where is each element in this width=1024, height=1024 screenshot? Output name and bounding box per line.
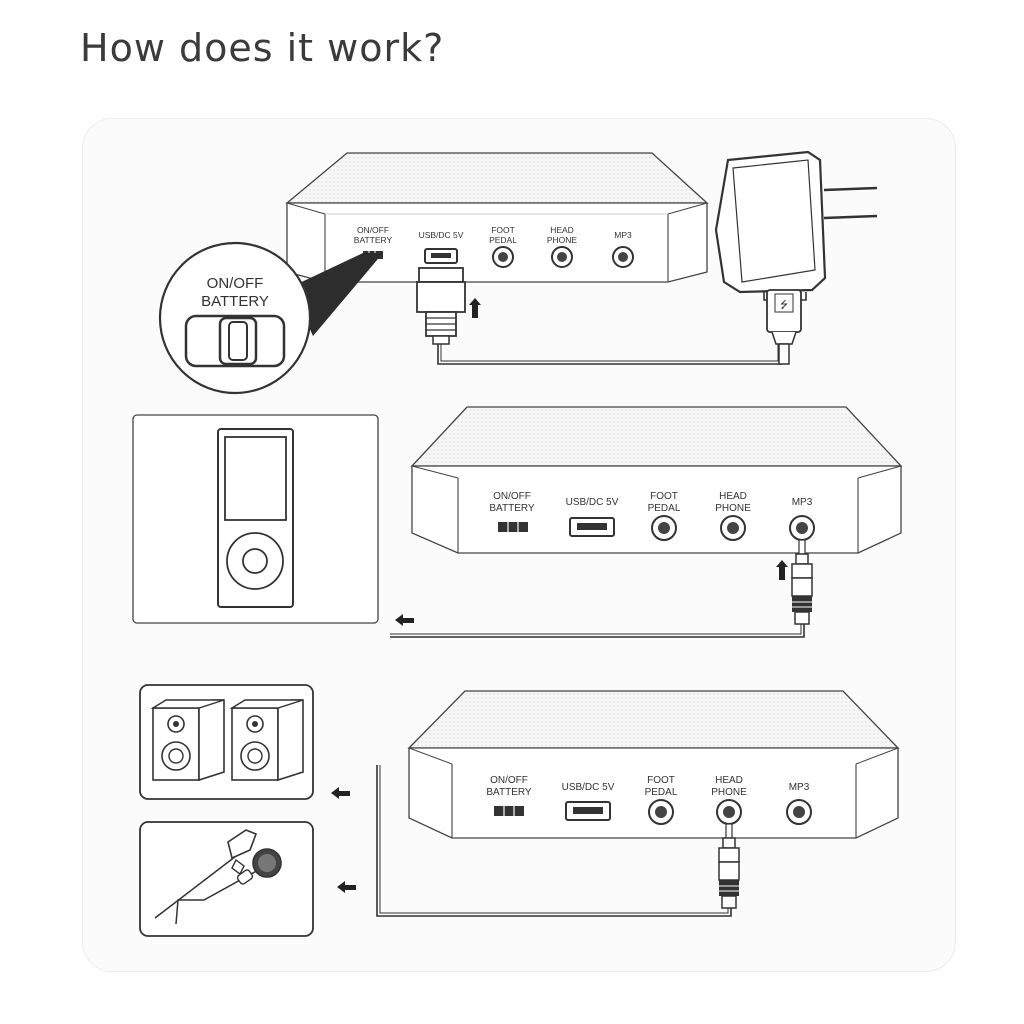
- switch-zoom-callout: ON/OFF BATTERY: [158, 241, 383, 395]
- jack-headphone: [720, 515, 746, 541]
- arrow-icon: [469, 298, 481, 318]
- usb-port: [565, 801, 611, 821]
- speakers-icon: [150, 699, 304, 782]
- audio-plug-icon: [718, 823, 740, 909]
- jack-headphone: [716, 799, 742, 825]
- svg-text:⭍: ⭍: [780, 299, 788, 311]
- power-adapter-icon: ⭍: [714, 150, 878, 365]
- usb-plug-icon: [416, 267, 466, 345]
- usb-port: [569, 517, 615, 537]
- arrow-icon: [395, 614, 414, 626]
- port-label-onoff-3b: BATTERY: [486, 787, 532, 798]
- device-unit-2: ON/OFF BATTERY USB/DC 5V FOOT PEDAL HEAD…: [410, 406, 903, 554]
- port-label-head-1b: PHONE: [547, 235, 578, 245]
- page-title: How does it work?: [80, 26, 445, 70]
- switch-icon: [494, 806, 524, 816]
- usb-port: [424, 248, 458, 264]
- port-label-foot-1b: PEDAL: [489, 235, 517, 245]
- jack-mp3: [612, 246, 634, 268]
- earphones-box: [139, 821, 314, 937]
- port-label-foot-2a: FOOT: [650, 491, 678, 502]
- port-label-usb-2: USB/DC 5V: [566, 497, 619, 508]
- port-label-head-3a: HEAD: [715, 775, 743, 786]
- jack-foot-pedal: [651, 515, 677, 541]
- headphone-cable: [376, 765, 732, 917]
- jack-foot-pedal: [492, 246, 514, 268]
- port-label-foot-3b: PEDAL: [645, 787, 678, 798]
- jack-mp3: [786, 799, 812, 825]
- port-label-head-2b: PHONE: [715, 503, 751, 514]
- port-label-onoff-3a: ON/OFF: [490, 775, 528, 786]
- port-label-usb-1: USB/DC 5V: [419, 230, 464, 240]
- port-label-foot-1a: FOOT: [491, 225, 515, 235]
- port-label-head-1a: HEAD: [550, 225, 574, 235]
- port-label-usb-3: USB/DC 5V: [562, 782, 615, 793]
- port-label-mp3-1: MP3: [614, 230, 632, 240]
- jack-mp3: [789, 515, 815, 541]
- port-label-onoff-1b: BATTERY: [354, 235, 393, 245]
- port-label-onoff-1a: ON/OFF: [357, 225, 389, 235]
- jack-foot-pedal: [648, 799, 674, 825]
- callout-label-1: ON/OFF: [207, 275, 264, 292]
- port-label-mp3-3: MP3: [789, 782, 810, 793]
- speakers-box: [139, 684, 314, 800]
- arrow-icon: [337, 881, 356, 893]
- jack-headphone: [551, 246, 573, 268]
- mp3-player-box: [132, 414, 379, 624]
- port-label-onoff-2b: BATTERY: [489, 503, 535, 514]
- port-label-foot-2b: PEDAL: [648, 503, 681, 514]
- mp3-player-icon: [217, 428, 294, 608]
- port-label-foot-3a: FOOT: [647, 775, 675, 786]
- device-unit-3: ON/OFF BATTERY USB/DC 5V FOOT PEDAL HEAD…: [407, 690, 900, 839]
- port-label-head-3b: PHONE: [711, 787, 747, 798]
- audio-plug-icon: [791, 539, 813, 625]
- port-label-head-2a: HEAD: [719, 491, 747, 502]
- port-label-mp3-2: MP3: [792, 497, 813, 508]
- mp3-cable: [390, 624, 805, 638]
- arrow-icon: [776, 560, 788, 580]
- arrow-icon: [331, 787, 350, 799]
- callout-label-2: BATTERY: [201, 293, 269, 310]
- earphones-icon: [154, 829, 282, 925]
- switch-icon: [498, 522, 528, 532]
- port-label-onoff-2a: ON/OFF: [493, 491, 531, 502]
